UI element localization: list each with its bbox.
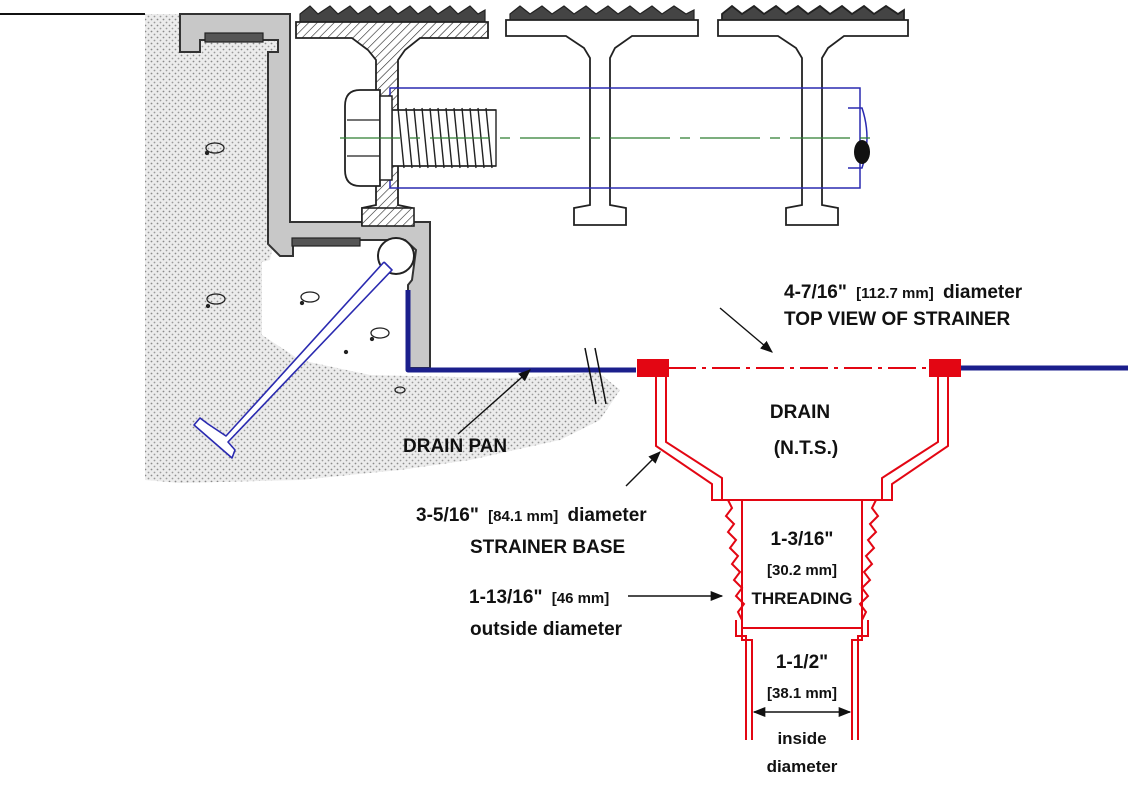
id-mm-label: [38.1 mm]	[767, 685, 837, 702]
concrete-fill	[145, 14, 620, 483]
od-caption: outside diameter	[470, 619, 623, 640]
strainer-base-dim-label: 3-5/16" [84.1 mm] diameter	[416, 505, 647, 526]
drain-title: DRAIN	[770, 402, 830, 423]
id-caption-2: diameter	[767, 757, 838, 776]
drain-pan-leader	[457, 369, 531, 435]
pan-break-1	[584, 347, 597, 405]
thread-mm-label: [30.2 mm]	[767, 562, 837, 579]
id-dim-label: 1-1/2"	[776, 652, 828, 673]
drain-nts: (N.T.S.)	[774, 438, 838, 459]
aggregate-marks	[204, 142, 406, 394]
strainer-base-leader	[625, 451, 661, 487]
od-dim-label: 1-13/16" [46 mm]	[469, 587, 609, 608]
thread-dim-label: 1-3/16"	[771, 529, 834, 550]
drain-body	[637, 359, 961, 740]
anchor-rod	[193, 261, 393, 459]
grating-bar-2	[505, 19, 699, 226]
grating-bar-3	[717, 19, 909, 226]
frame-slot-top	[204, 32, 264, 43]
bolt-end-break	[854, 140, 870, 164]
drain-pan	[405, 290, 636, 373]
strainer-base-caption: STRAINER BASE	[470, 537, 625, 558]
top-view-dim-label: 4-7/16" [112.7 mm] diameter	[784, 282, 1023, 303]
thread-caption: THREADING	[751, 589, 852, 608]
top-view-leader	[719, 307, 773, 353]
frame-slot-mid	[291, 237, 361, 247]
hold-down-clip	[361, 207, 415, 227]
top-view-caption: TOP VIEW OF STRAINER	[784, 309, 1011, 330]
drain-pan-label: DRAIN PAN	[403, 436, 507, 457]
id-caption-1: inside	[777, 729, 826, 748]
pan-break-2	[594, 347, 607, 405]
